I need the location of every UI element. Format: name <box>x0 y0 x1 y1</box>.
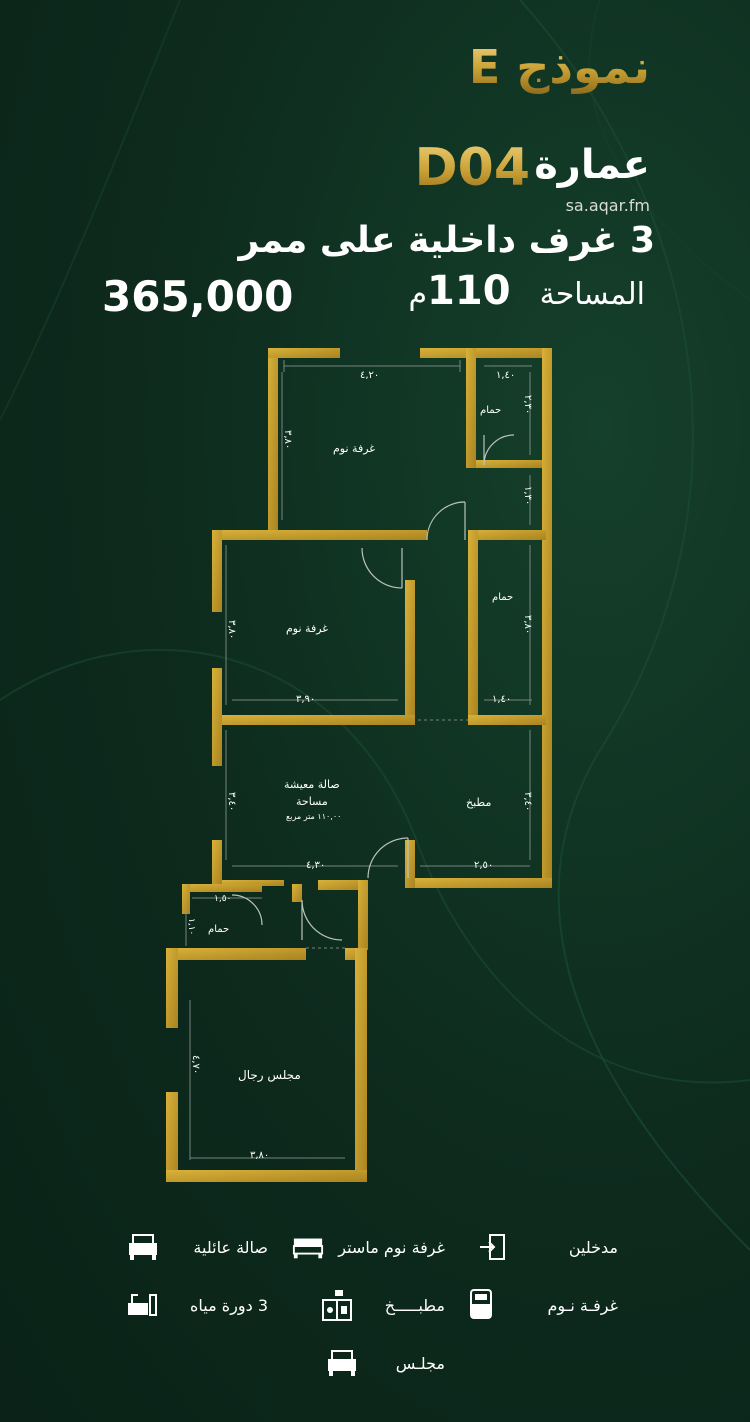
dim-living-h: ٣,٤٠ <box>226 792 237 812</box>
building-code: D04 <box>414 138 530 198</box>
price: 365,000 <box>102 272 294 321</box>
dim-bed2-w: ٣,٩٠ <box>296 694 316 705</box>
legend-master-bedroom: غرفة نوم ماستر <box>292 1232 445 1262</box>
room-label-living-sub: مساحة <box>296 795 328 808</box>
floor-plan <box>166 348 552 1182</box>
majlis-icon <box>326 1348 358 1378</box>
legend-label-entrances: مدخلين <box>568 1237 618 1257</box>
kitchen-icon <box>321 1290 353 1321</box>
legend-label-majlis: مجلـس <box>395 1353 445 1373</box>
room-label-bedroom-1: غرفة نوم <box>333 442 376 455</box>
room-label-bath-1: حمام <box>480 405 502 416</box>
area-label: المساحة <box>539 277 645 312</box>
legend-family-hall: صالة عائلية <box>127 1232 268 1262</box>
rooms-description: 3 غرف داخلية على ممر <box>238 220 655 261</box>
area-line: المساحة 110م <box>408 268 645 314</box>
bed-icon <box>465 1289 497 1320</box>
dim-kitchen-h: ٣,٤٠ <box>522 792 533 812</box>
room-label-kitchen: مطبخ <box>466 796 492 809</box>
room-label-bath-3: حمام <box>208 924 230 935</box>
dim-bed1-w: ٤,٢٠ <box>360 370 380 381</box>
dim-bath2-w: ١,٤٠ <box>492 694 512 705</box>
legend-bathrooms: 3 دورة مياه <box>126 1290 268 1320</box>
dim-bath1-w: ١,٤٠ <box>496 370 516 381</box>
room-label-majlis: مجلس رجال <box>238 1068 301 1082</box>
legend-label-family-hall: صالة عائلية <box>193 1237 268 1257</box>
dim-majlis-h: ٤,٧٠ <box>190 1055 201 1075</box>
area-value: 110 <box>427 268 511 314</box>
bathtub-icon <box>126 1290 158 1320</box>
dim-kitchen-w: ٢,٥٠ <box>474 860 494 871</box>
dim-corridor-h: ١,٣٠ <box>522 486 533 506</box>
watermark-text: sa.aqar.fm <box>565 196 650 215</box>
sofa-icon <box>127 1232 159 1262</box>
legend-label-bathrooms: 3 دورة مياه <box>190 1295 268 1315</box>
master-bed-icon <box>292 1232 324 1262</box>
model-title: نموذج E <box>468 40 650 94</box>
dim-bath3-h: ١,١٠ <box>186 918 196 936</box>
dim-bed1-h: ٣,٨٠ <box>282 430 293 450</box>
walls <box>166 348 552 1182</box>
building-label: عمارة <box>534 142 650 188</box>
room-label-bedroom-2: غرفة نوم <box>286 622 329 635</box>
entrance-icon <box>477 1232 509 1262</box>
legend-kitchen: مطبـــــخ <box>321 1290 445 1321</box>
room-note-living: ١١٠,٠٠ متر مربع <box>286 812 342 821</box>
dim-bath3-w: ١,٥٠ <box>214 894 232 904</box>
dim-majlis-w: ٣,٨٠ <box>250 1150 270 1161</box>
legend-label-bedroom: غرفـة نـوم <box>547 1295 618 1315</box>
door-swings <box>231 434 515 941</box>
room-label-bath-2: حمام <box>492 592 514 603</box>
room-label-living: صالة معيشة <box>284 778 340 791</box>
legend-entrances: مدخلين <box>477 1232 618 1262</box>
dim-bed2-h: ٣,٨٠ <box>226 620 237 640</box>
area-unit: م <box>408 277 428 312</box>
dim-living-w: ٤,٣٠ <box>306 860 326 871</box>
legend-label-master-bedroom: غرفة نوم ماستر <box>338 1237 445 1257</box>
legend-bedroom: غرفـة نـوم <box>465 1289 618 1320</box>
legend-label-kitchen: مطبـــــخ <box>384 1295 445 1315</box>
legend-majlis: مجلـس <box>326 1348 445 1378</box>
dim-bath1-h: ٢,٣٠ <box>522 395 533 415</box>
dim-bath2-h: ٣,٨٠ <box>522 615 533 635</box>
